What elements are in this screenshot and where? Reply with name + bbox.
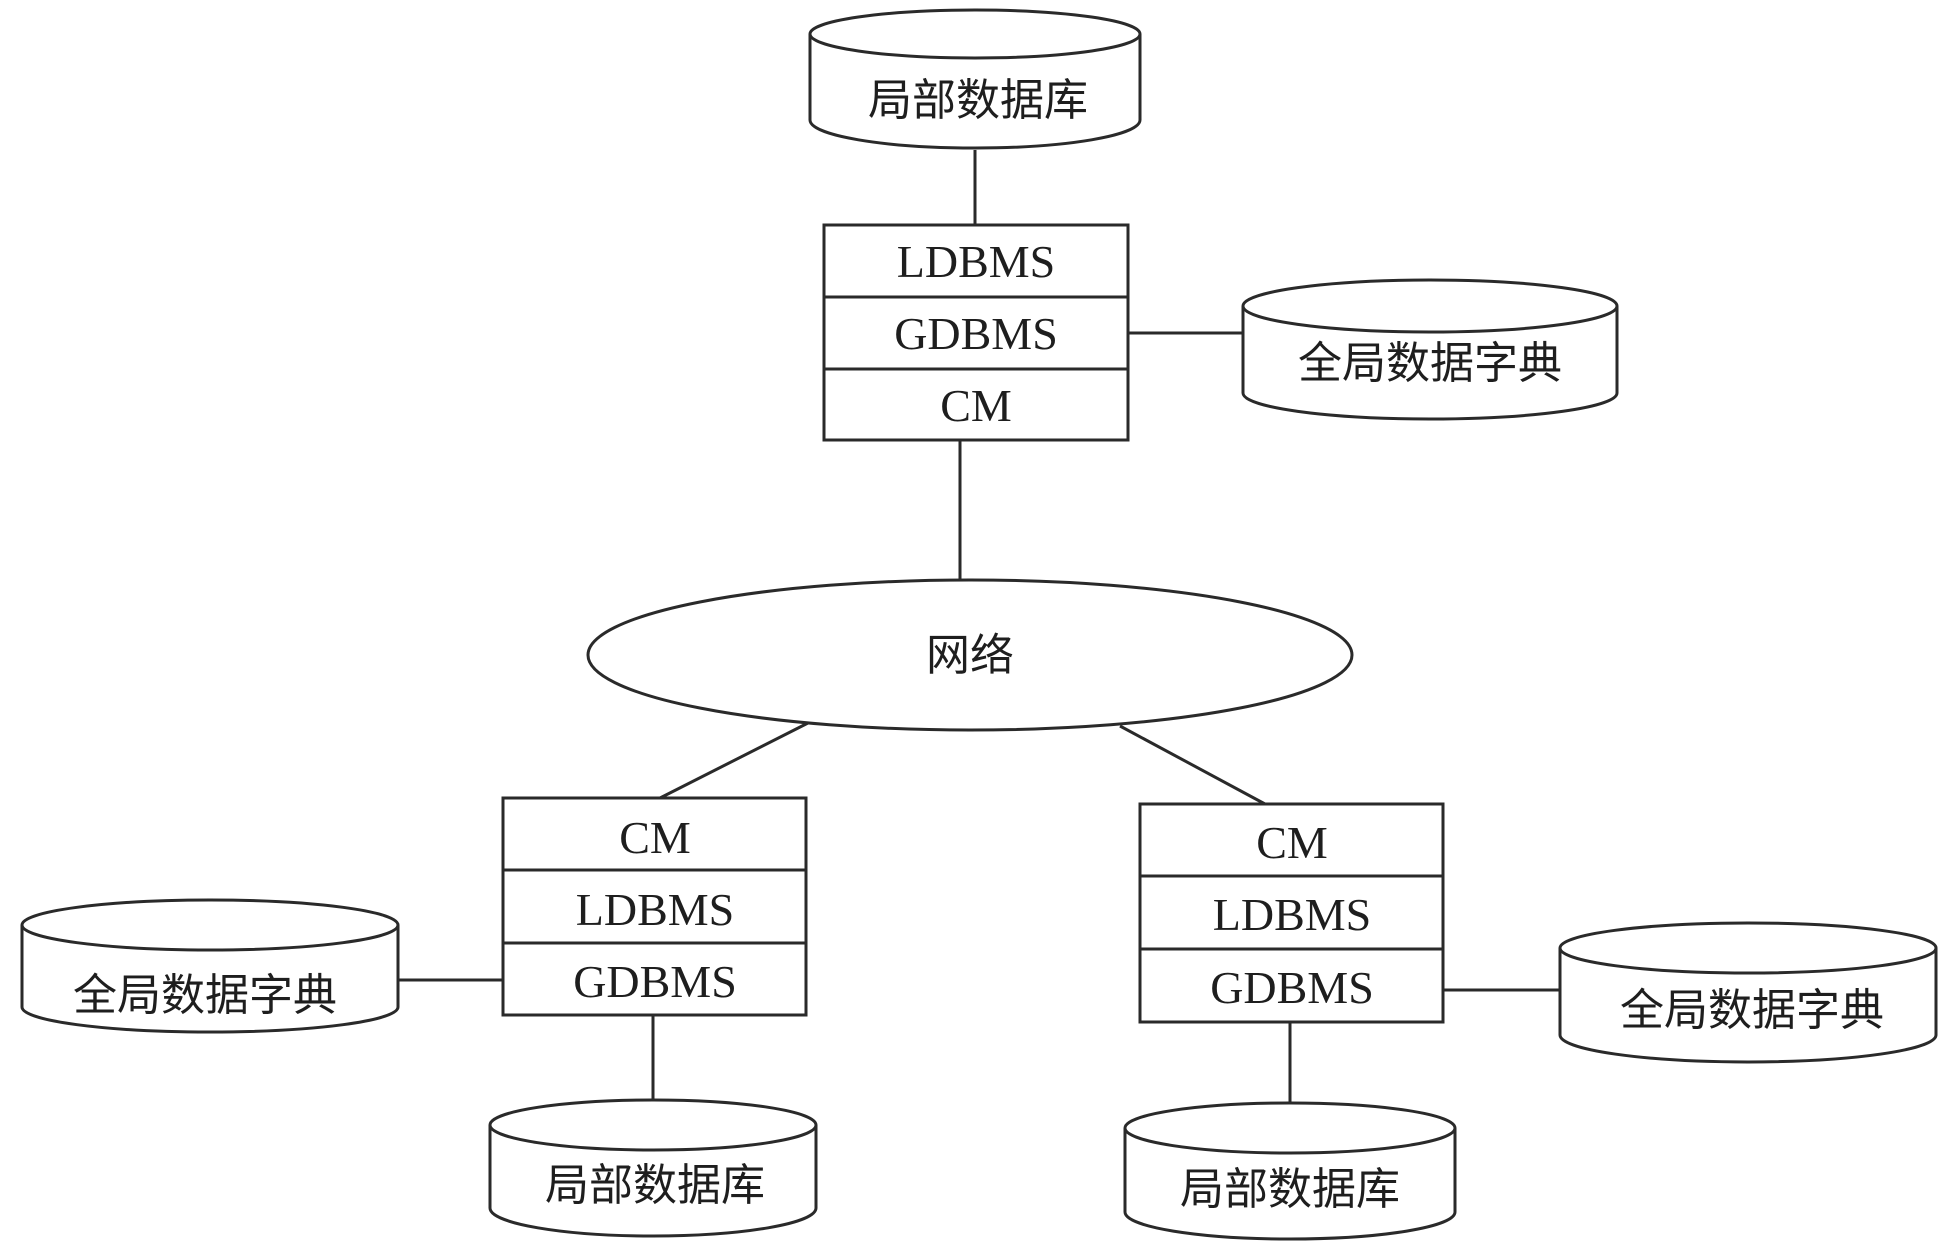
cylinder-body	[1558, 948, 1938, 1064]
local-database-label: 局部数据库	[545, 1160, 765, 1211]
local-database-label: 局部数据库	[868, 75, 1088, 126]
global-dictionary-cylinder: 全局数据字典	[1558, 921, 1938, 1064]
stack-label-gdbms: GDBMS	[894, 308, 1058, 359]
cylinder-top	[488, 1098, 818, 1152]
network-node: 网络	[586, 578, 1354, 732]
stack-label-ldbms: LDBMS	[576, 884, 734, 935]
stack-label-cm: CM	[940, 380, 1012, 431]
global-dictionary-cylinder: 全局数据字典	[20, 898, 400, 1034]
local-database-cylinder: 局部数据库	[1123, 1101, 1457, 1241]
cylinder-top	[1123, 1101, 1457, 1155]
local-database-cylinder: 局部数据库	[808, 8, 1142, 150]
module-stack: CM LDBMS GDBMS	[501, 796, 808, 1017]
stack-label-cm: CM	[619, 812, 691, 863]
local-database-label: 局部数据库	[1180, 1164, 1400, 1215]
cylinder-body	[20, 925, 400, 1034]
global-dictionary-cylinder: 全局数据字典	[1241, 278, 1619, 421]
stack-label-gdbms: GDBMS	[1210, 962, 1374, 1013]
stack-label-ldbms: LDBMS	[1213, 889, 1371, 940]
stack-layer-1	[501, 796, 808, 872]
network-ellipse	[586, 578, 1354, 732]
stack-label-cm: CM	[1256, 817, 1328, 868]
stack-label-gdbms: GDBMS	[573, 956, 737, 1007]
cylinder-body	[1123, 1128, 1457, 1241]
stack-layer-3	[822, 367, 1130, 442]
cylinder-top	[1558, 921, 1938, 975]
cylinder-body	[808, 34, 1142, 150]
module-stack: LDBMS GDBMS CM	[822, 223, 1130, 442]
edge-network-to-left-site	[659, 720, 811, 800]
edge-network-to-right-site	[1119, 724, 1266, 806]
local-database-cylinder: 局部数据库	[488, 1098, 818, 1238]
cylinder-top	[1241, 278, 1619, 334]
stack-layer-1	[822, 223, 1130, 299]
cylinder-top	[20, 898, 400, 952]
site-right: CM LDBMS GDBMS 全局数据字典 局部数据库	[1123, 802, 1938, 1241]
connectors	[398, 150, 1560, 1102]
global-dictionary-label: 全局数据字典	[1298, 338, 1562, 389]
cylinder-body	[488, 1125, 818, 1238]
cylinder-body	[1241, 306, 1619, 421]
stack-layer-2	[1138, 874, 1445, 951]
module-stack: CM LDBMS GDBMS	[1138, 802, 1445, 1024]
site-left: CM LDBMS GDBMS 全局数据字典 局部数据库	[20, 796, 818, 1238]
stack-layer-3	[1138, 947, 1445, 1024]
stack-label-ldbms: LDBMS	[897, 236, 1055, 287]
stack-layer-3	[501, 941, 808, 1017]
global-dictionary-label: 全局数据字典	[73, 970, 337, 1021]
global-dictionary-label: 全局数据字典	[1620, 985, 1884, 1036]
cylinder-top	[808, 8, 1142, 60]
stack-layer-1	[1138, 802, 1445, 878]
network-label: 网络	[926, 630, 1014, 681]
site-top: 局部数据库 LDBMS GDBMS CM 全局数据字典	[808, 8, 1619, 442]
